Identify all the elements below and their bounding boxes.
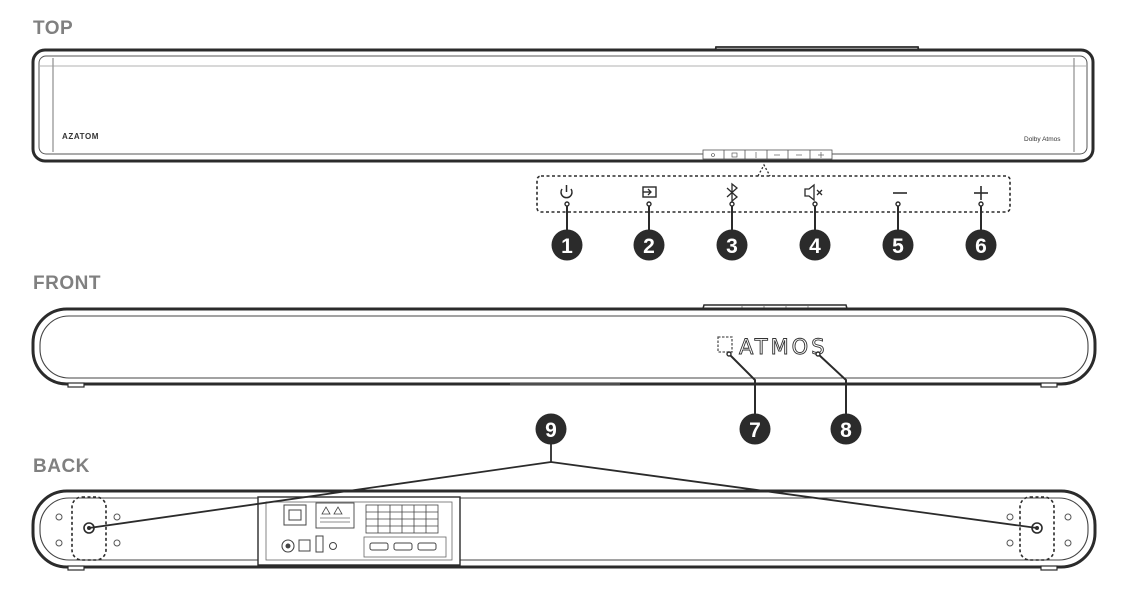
section-label-back: BACK	[33, 456, 90, 477]
input-indicator	[717, 336, 733, 353]
section-label-front: FRONT	[33, 273, 101, 294]
bluetooth-icon[interactable]	[726, 182, 739, 203]
callout-1: 1	[551, 229, 583, 261]
power-icon[interactable]	[560, 185, 573, 199]
svg-text:1: 1	[561, 235, 573, 258]
soundbar-top-view: AZATOM Dolby Atmos	[31, 46, 1095, 177]
top-button-strip	[702, 149, 833, 160]
plus-icon[interactable]	[974, 186, 988, 200]
svg-text:5: 5	[892, 235, 904, 258]
soundbar-front-view: ATMOS	[31, 304, 1097, 388]
callout-5: 5	[882, 229, 914, 261]
svg-text:8: 8	[840, 419, 852, 442]
svg-text:2: 2	[643, 235, 655, 258]
callout-4: 4	[799, 229, 831, 261]
svg-text:4: 4	[809, 235, 821, 258]
button-panel-zoom	[536, 175, 1011, 213]
callout-3: 3	[716, 229, 748, 261]
callout-leaders-top	[566, 204, 982, 232]
callout-8: 8	[830, 413, 862, 445]
svg-text:9: 9	[545, 419, 557, 442]
svg-text:3: 3	[726, 235, 738, 258]
input-icon[interactable]	[642, 186, 657, 198]
callout-9: 9	[535, 413, 567, 445]
soundbar-back-view	[31, 489, 1097, 571]
callout-leaders-back	[88, 444, 1038, 529]
mute-icon[interactable]	[804, 183, 823, 202]
dolby-atmos-logo: Dolby Atmos	[1024, 136, 1061, 143]
callout-6: 6	[965, 229, 997, 261]
section-label-top: TOP	[33, 18, 74, 39]
svg-text:6: 6	[975, 235, 987, 258]
callout-leaders-front	[728, 353, 847, 415]
connector-panel	[257, 496, 461, 566]
callout-7: 7	[739, 413, 771, 445]
svg-text:7: 7	[749, 419, 761, 442]
brand-logo: AZATOM	[62, 132, 99, 141]
callout-2: 2	[633, 229, 665, 261]
display-text: ATMOS	[739, 335, 828, 359]
